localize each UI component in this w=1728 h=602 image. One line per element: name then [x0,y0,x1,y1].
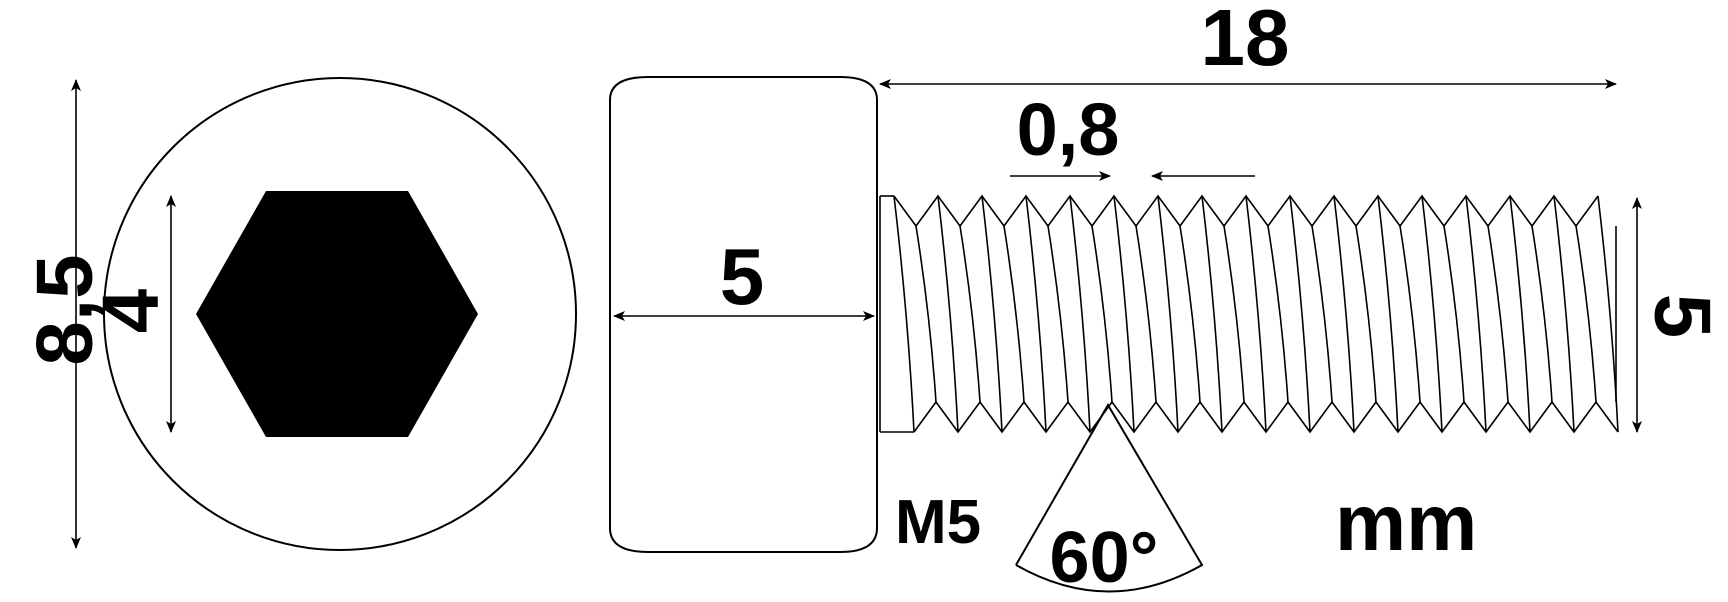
thread-helix-root-line [959,225,981,403]
thread-helix-crest-line [1377,195,1399,433]
thread-helix-crest-line [1333,195,1355,433]
thread-helix-root-line [1531,225,1553,403]
head-side-outline [609,76,878,553]
thread-length-label: 18 [1201,0,1290,82]
hex-key-label: 4 [86,288,175,333]
thread-helix-root-line [1575,225,1597,403]
thread-diameter-dimension: 5 [1632,197,1728,433]
thread-helix-crest-line [1245,195,1267,433]
thread-helix-crest-line [1553,195,1575,433]
thread-helix-root-line [1223,225,1245,403]
head-height-label: 5 [720,232,765,321]
head-diameter-dimension: 8,5 [20,79,109,549]
thread-helix-crest-line [1069,195,1091,433]
thread-helix-root-line [1355,225,1377,403]
head-outline-circle [103,77,577,551]
thread-helix-root-line [1487,225,1509,403]
thread-helix-root-line [1003,225,1025,403]
head-side-view [609,76,878,553]
thread-profile [879,194,1619,434]
thread-helix-crest-line [1597,195,1619,433]
thread-helix-crest-line [893,195,915,433]
thread-diameter-label: 5 [1639,294,1728,339]
thread-angle-indicator: 60° [1015,403,1204,598]
head-diameter-label: 8,5 [20,254,109,365]
thread-helix-root-line [915,225,937,403]
thread-helix-crest-line [1025,195,1047,433]
head-top-view [103,77,577,551]
thread-helix-root-line [1399,225,1421,403]
hex-socket [196,191,478,437]
thread-pitch-label: 0,8 [1017,88,1120,171]
thread-helix-crest-line [1201,195,1223,433]
threaded-shank [879,194,1619,434]
thread-designation: M5 [895,488,981,557]
thread-helix-crest-line [1465,195,1487,433]
thread-helix-root-line [1267,225,1289,403]
thread-angle-sector [1015,403,1204,593]
hex-key-dimension: 4 [86,195,176,433]
thread-helix-root-line [1047,225,1069,403]
thread-helix-root-line [1091,225,1113,403]
thread-angle-label: 60° [1050,518,1159,598]
unit-label: mm [1335,478,1477,567]
thread-helix-crest-line [1509,195,1531,433]
thread-helix-root-line [1311,225,1333,403]
thread-helix-crest-line [1113,195,1135,433]
thread-helix-crest-line [981,195,1003,433]
thread-helix-crest-line [1289,195,1311,433]
head-height-dimension: 5 [613,232,875,321]
thread-helix-root-line [1179,225,1201,403]
thread-helix-crest-line [1421,195,1443,433]
thread-helix-crest-line [937,195,959,433]
thread-pitch-dimension: 0,8 [1010,88,1255,181]
thread-length-dimension: 18 [879,0,1617,89]
thread-helix-root-line [1135,225,1157,403]
thread-helix-root-line [1443,225,1465,403]
thread-helix-crest-line [1157,195,1179,433]
